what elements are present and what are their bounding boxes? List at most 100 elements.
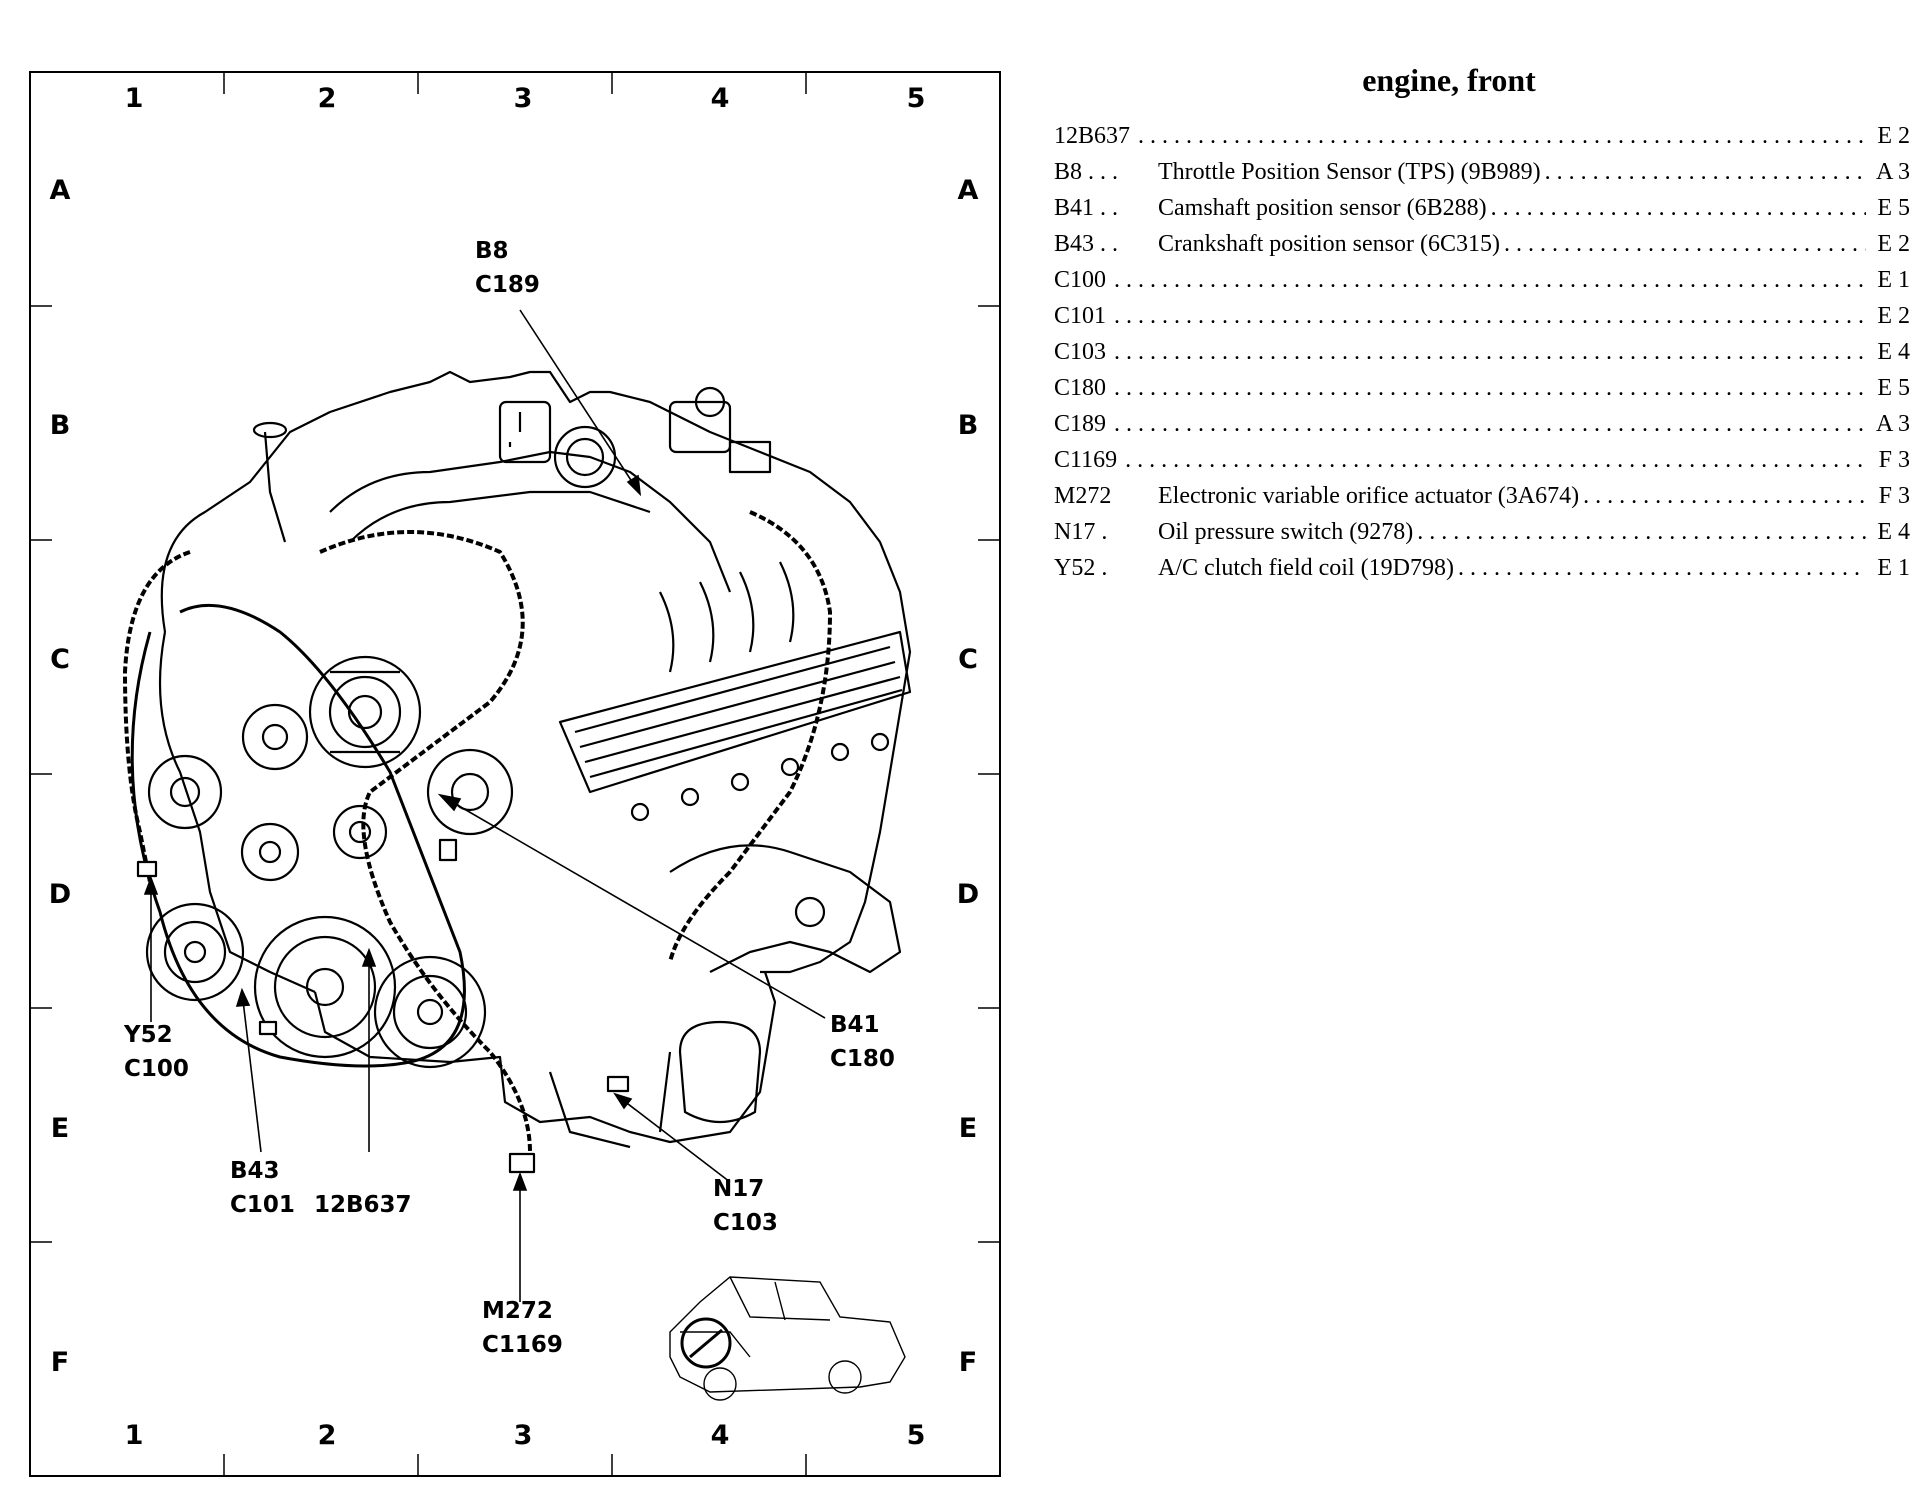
grid-row-b-left: B (49, 410, 71, 441)
legend-leader-dots (1114, 406, 1866, 442)
legend-description: Crankshaft position sensor (6C315) (1158, 231, 1500, 257)
grid-row-c-right: C (958, 644, 978, 675)
oil-filter (678, 1020, 762, 1123)
legend-location: E 2 (1877, 303, 1910, 329)
grid-row-d-right: D (956, 879, 980, 910)
callout-y52-line1: Y52 (124, 1022, 173, 1048)
callout-b41-line2: C180 (830, 1046, 895, 1072)
legend-location: A 3 (1875, 411, 1910, 437)
legend-leader-dots (1417, 514, 1866, 550)
legend-code: N17 . (1054, 519, 1108, 545)
legend-leader-dots (1114, 262, 1866, 298)
legend-description: Throttle Position Sensor (TPS) (9B989) (1158, 159, 1541, 185)
grid-col-2-bottom: 2 (317, 1420, 337, 1451)
callout-m272-line2: C1169 (482, 1332, 563, 1358)
callout-b8: B8 C189 (475, 234, 540, 302)
legend-description: Electronic variable orifice actuator (3A… (1158, 483, 1580, 509)
legend-leader-dots (1114, 298, 1866, 334)
grid-col-5-top: 5 (906, 83, 926, 114)
legend-row: C101 E 2 (1054, 298, 1910, 334)
legend-row: B43 . . Crankshaft position sensor (6C31… (1054, 226, 1910, 262)
legend-title: engine, front (1362, 62, 1536, 98)
legend-code: C180 (1054, 375, 1107, 401)
legend-code: B43 . . (1054, 231, 1119, 257)
oil-dipstick (263, 431, 287, 543)
idler-pulley (241, 703, 309, 771)
wiring-harness-front (319, 530, 532, 1153)
legend-row: Y52 . A/C clutch field coil (19D798) E 1 (1054, 550, 1910, 586)
grid-row-b-right: B (957, 410, 979, 441)
legend-row: C180 E 5 (1054, 370, 1910, 406)
grid-col-4-bottom: 4 (710, 1420, 730, 1451)
wiring-harness-left (123, 550, 191, 883)
grid-row-f-right: F (958, 1347, 978, 1378)
legend-description: A/C clutch field coil (19D798) (1158, 555, 1454, 581)
callout-b43-line1: B43 (230, 1158, 280, 1184)
legend-code: C1169 (1054, 447, 1118, 473)
legend-location: E 1 (1877, 555, 1910, 581)
legend-code: B8 . . . (1054, 159, 1119, 185)
leader-lines (143, 309, 826, 1302)
grid-col-4-top: 4 (710, 83, 730, 114)
grid-ticks (30, 72, 1000, 1476)
callout-y52: Y52 C100 (124, 1018, 189, 1086)
legend-row: M272 Electronic variable orifice actuato… (1054, 478, 1910, 514)
drive-belt (130, 603, 466, 1068)
legend-row: C100 E 1 (1054, 262, 1910, 298)
locator-diagram: 1 2 3 4 5 1 2 3 4 5 A B C D E F A B C D … (29, 71, 1001, 1477)
callout-b8-line1: B8 (475, 238, 509, 264)
legend-location: E 4 (1877, 339, 1910, 365)
grid-col-1-bottom: 1 (124, 1420, 144, 1451)
legend-row: 12B637 E 2 (1054, 118, 1910, 154)
valve-cover (558, 630, 912, 794)
connector-c100 (136, 860, 158, 878)
alternator (308, 655, 422, 769)
callout-m272-line1: M272 (482, 1298, 553, 1324)
legend-location: E 1 (1877, 267, 1910, 293)
grid-row-e-right: E (958, 1113, 978, 1144)
callout-b43: B43 C101 (230, 1154, 295, 1222)
grid-col-3-top: 3 (513, 83, 533, 114)
legend-location: E 5 (1877, 375, 1910, 401)
callout-n17: N17 C103 (713, 1172, 778, 1240)
connector-c103 (606, 1075, 630, 1093)
engine-illustration (29, 71, 1001, 1477)
legend-leader-dots (1491, 190, 1866, 226)
callout-n17-line1: N17 (713, 1176, 765, 1202)
grid-row-c-left: C (50, 644, 70, 675)
legend-leader-dots (1504, 226, 1866, 262)
engine-drawing (123, 370, 912, 1174)
exhaust-manifold (669, 844, 902, 974)
component-legend: engine, front 12B637 E 2 B8 . . . Thrott… (1054, 60, 1910, 586)
legend-code: C101 (1054, 303, 1107, 329)
grid-row-e-left: E (50, 1113, 70, 1144)
callout-m272: M272 C1169 (482, 1294, 563, 1362)
grid-col-2-top: 2 (317, 83, 337, 114)
grid-col-1-top: 1 (124, 83, 144, 114)
legend-location: E 4 (1877, 519, 1910, 545)
legend-location: E 2 (1877, 231, 1910, 257)
callout-y52-line2: C100 (124, 1056, 189, 1082)
legend-list: 12B637 E 2 B8 . . . Throttle Position Se… (1054, 118, 1910, 586)
legend-description: Oil pressure switch (9278) (1158, 519, 1414, 545)
connector-c180 (438, 838, 458, 862)
legend-leader-dots (1114, 334, 1866, 370)
legend-leader-dots (1138, 118, 1866, 154)
intake-manifold (329, 450, 732, 593)
grid-row-a-right: A (957, 175, 979, 206)
legend-row: C103 E 4 (1054, 334, 1910, 370)
legend-row: N17 . Oil pressure switch (9278) E 4 (1054, 514, 1910, 550)
legend-code: 12B637 (1054, 123, 1131, 149)
legend-row: B41 . . Camshaft position sensor (6B288)… (1054, 190, 1910, 226)
legend-row: C189 A 3 (1054, 406, 1910, 442)
engine-block (160, 370, 912, 974)
legend-location: E 5 (1877, 195, 1910, 221)
callout-b43-line2: C101 (230, 1192, 295, 1218)
legend-leader-dots (1583, 478, 1866, 514)
callout-b41: B41 C180 (830, 1008, 895, 1076)
legend-leader-dots (1458, 550, 1866, 586)
legend-location: F 3 (1878, 483, 1910, 509)
callout-b8-line2: C189 (475, 272, 540, 298)
grid-row-f-left: F (50, 1347, 70, 1378)
grid-col-5-bottom: 5 (906, 1420, 926, 1451)
